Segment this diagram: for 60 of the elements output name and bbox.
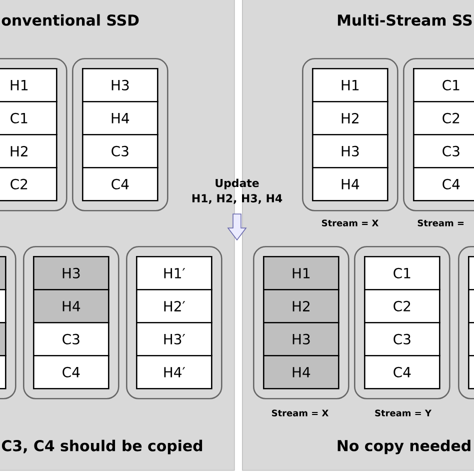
panel-note: C3, C4 should be copied (2, 440, 202, 454)
page-cell: C3 (33, 322, 110, 356)
block-group (72, 58, 168, 212)
stream-label: Stream = (418, 220, 464, 226)
page-cell: C4 (413, 167, 474, 202)
panel-note: No copy needed (338, 440, 470, 454)
stream-label: Stream = X (322, 220, 378, 226)
page-cell: H1′ (136, 256, 212, 290)
block-group (403, 58, 474, 212)
page-cell (468, 256, 474, 290)
block-group (253, 246, 350, 400)
page-cell: C4 (33, 355, 110, 390)
page-cell: H2 (312, 101, 388, 136)
page-cell: H4′ (136, 355, 212, 390)
block-group (0, 246, 16, 400)
page-cell: H3 (33, 256, 110, 290)
page-cell: C4 (364, 355, 440, 390)
page-cell (0, 355, 6, 390)
page-cell (0, 256, 6, 290)
page-cell: H4 (312, 167, 388, 202)
page-cell: H3 (82, 68, 158, 102)
block-group (302, 58, 398, 212)
stream-label: Stream = X (272, 410, 328, 416)
panel-title: Multi-Stream SS (338, 14, 472, 26)
page-cell: C1 (413, 68, 474, 102)
page-cell: H4 (33, 289, 110, 324)
block-group (0, 58, 68, 212)
block-group (458, 246, 474, 400)
block-group (126, 246, 222, 400)
page-cell: H3 (312, 134, 388, 168)
page-cell: H3′ (136, 322, 212, 356)
update-note: Update (216, 178, 259, 190)
page-cell: C4 (82, 167, 158, 202)
page-cell: H1 (263, 256, 340, 290)
block-group (354, 246, 450, 400)
page-cell (0, 322, 6, 356)
update-note: H1, H2, H3, H4 (192, 194, 282, 204)
page-cell: C3 (364, 322, 440, 356)
page-cell: H2′ (136, 289, 212, 324)
block-group (23, 246, 120, 400)
page-cell: H1 (0, 68, 58, 102)
page-cell: C1 (364, 256, 440, 290)
page-cell: C3 (413, 134, 474, 168)
stream-label: Stream = Y (375, 410, 432, 416)
page-cell (468, 289, 474, 324)
page-cell: C2 (0, 167, 58, 202)
page-cell: H2 (263, 289, 340, 324)
page-cell (468, 322, 474, 356)
page-cell: C1 (0, 101, 58, 136)
page-cell: H2 (0, 134, 58, 168)
page-cell: C2 (364, 289, 440, 324)
page-cell: H4 (263, 355, 340, 390)
page-cell (0, 289, 6, 324)
panel-title: onventional SSD (2, 14, 139, 26)
page-cell: H1 (312, 68, 388, 102)
page-cell: H4 (82, 101, 158, 136)
page-cell: C3 (82, 134, 158, 168)
page-cell: H3 (263, 322, 340, 356)
page-cell (468, 355, 474, 390)
page-cell: C2 (413, 101, 474, 136)
